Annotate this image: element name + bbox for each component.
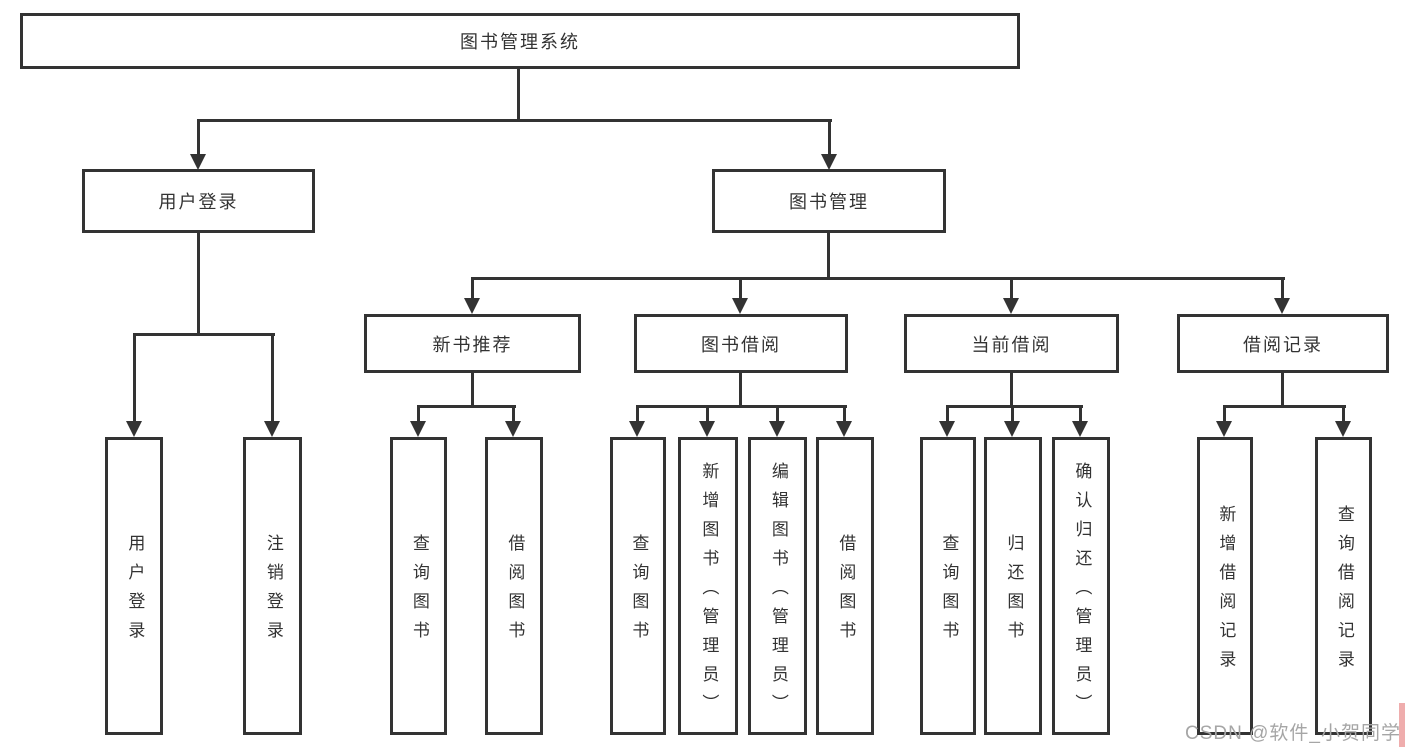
connector-drop-book-management [828,119,831,157]
leaf-label: 归还图书 [1004,534,1024,650]
connector-drop-rc-add [1223,405,1226,421]
leaf-add-borrow-record: 新增借阅记录 [1197,437,1253,735]
leaf-query-books-recommend: 查询图书 [390,437,447,735]
watermark: CSDN @软件_小贺同学 [1185,723,1401,744]
leaf-query-books-current: 查询图书 [920,437,976,735]
connector-records-hline [1223,405,1346,408]
arrowhead-icon [410,421,426,437]
leaf-borrow-books-borrowing: 借阅图书 [816,437,874,735]
leaf-label: 编辑图书（管理员） [768,461,788,723]
connector-new-books-stem [471,373,474,407]
leaf-return-books: 归还图书 [984,437,1042,735]
node-label: 借阅记录 [1243,334,1323,355]
leaf-label: 借阅图书 [836,534,856,650]
connector-drop-nb-query [417,405,420,421]
leaf-query-books-borrowing: 查询图书 [610,437,666,735]
leaf-label: 确认归还（管理员） [1072,461,1092,723]
arrowhead-icon [836,421,852,437]
node-label: 新书推荐 [432,334,513,355]
connector-drop-bw-query [636,405,639,421]
leaf-label: 新增图书（管理员） [699,461,719,723]
connector-borrowing-hline [636,405,847,408]
arrowhead-icon [1003,298,1019,314]
leaf-label: 查询图书 [939,534,959,650]
leaf-logout-login: 注销登录 [243,437,302,735]
connector-book-management-hline [471,277,1285,280]
leaf-label: 注销登录 [263,534,283,650]
arrowhead-icon [1072,421,1088,437]
connector-new-books-hline [417,405,516,408]
node-book-management: 图书管理 [712,169,946,233]
connector-drop-borrowing [739,277,742,299]
connector-drop-records [1281,277,1284,299]
arrowhead-icon [1274,298,1290,314]
arrowhead-icon [264,421,280,437]
node-library-management-system: 图书管理系统 [20,13,1020,69]
node-borrowing-records: 借阅记录 [1177,314,1389,373]
leaf-label: 查询图书 [409,534,429,650]
leaf-edit-books-admin: 编辑图书（管理员） [748,437,807,735]
connector-drop-bw-add [706,405,709,421]
connector-drop-bw-borrow [843,405,846,421]
arrowhead-icon [939,421,955,437]
connector-drop-logout [271,333,274,421]
node-book-borrowing: 图书借阅 [634,314,848,373]
arrowhead-icon [769,421,785,437]
arrowhead-icon [505,421,521,437]
arrowhead-icon [1216,421,1232,437]
connector-drop-bw-edit [776,405,779,421]
leaf-confirm-return-admin: 确认归还（管理员） [1052,437,1110,735]
connector-drop-rc-query [1342,405,1345,421]
arrowhead-icon [126,421,142,437]
leaf-label: 查询图书 [629,534,649,650]
node-new-book-recommendation: 新书推荐 [364,314,581,373]
leaf-label: 借阅图书 [505,534,525,650]
arrowhead-icon [699,421,715,437]
connector-book-management-stem [827,233,830,279]
arrowhead-icon [821,154,837,170]
arrowhead-icon [629,421,645,437]
arrowhead-icon [1335,421,1351,437]
connector-drop-cu-query [946,405,949,421]
connector-drop-user-login [197,119,200,157]
connector-user-login-stem [197,233,200,335]
leaf-add-books-admin: 新增图书（管理员） [678,437,738,735]
right-edge-accent-strip [1399,703,1405,747]
connector-drop-cu-confirm [1079,405,1082,421]
connector-current-hline [946,405,1083,408]
node-label: 图书管理 [789,192,869,212]
connector-root-hline [197,119,832,122]
node-label: 用户登录 [158,192,239,212]
leaf-label: 新增借阅记录 [1216,505,1236,679]
connector-records-stem [1281,373,1284,407]
connector-root-stem [517,69,520,121]
connector-drop-cu-return [1011,405,1014,421]
connector-drop-current [1010,277,1013,299]
arrowhead-icon [190,154,206,170]
node-user-login: 用户登录 [82,169,315,233]
connector-borrowing-stem [739,373,742,407]
connector-user-login-hline [133,333,275,336]
connector-drop-login [133,333,136,421]
node-label: 当前借阅 [971,334,1052,355]
node-label: 图书管理系统 [460,32,580,52]
node-label: 图书借阅 [701,334,781,355]
connector-drop-nb-borrow [512,405,515,421]
leaf-query-borrow-record: 查询借阅记录 [1315,437,1372,735]
arrowhead-icon [732,298,748,314]
arrowhead-icon [464,298,480,314]
connector-current-stem [1010,373,1013,407]
leaf-user-login: 用户登录 [105,437,163,735]
node-current-borrowing: 当前借阅 [904,314,1119,373]
connector-drop-new-books [471,277,474,299]
leaf-borrow-books-recommend: 借阅图书 [485,437,543,735]
leaf-label: 用户登录 [125,534,145,650]
leaf-label: 查询借阅记录 [1334,505,1354,679]
arrowhead-icon [1004,421,1020,437]
